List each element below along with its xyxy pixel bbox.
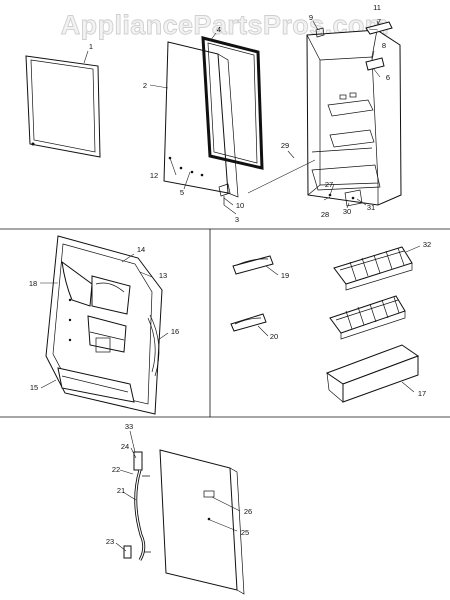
- callout-11: 11: [373, 3, 381, 12]
- door-liner-part: [45, 235, 163, 415]
- door-frame-part: [25, 55, 101, 158]
- callout-16: 16: [171, 327, 179, 336]
- callout-32: 32: [423, 240, 431, 249]
- callout-13: 13: [159, 271, 167, 280]
- callout-2: 2: [143, 81, 147, 90]
- callout-5: 5: [180, 188, 184, 197]
- section-dividers: [0, 228, 450, 418]
- callout-12: 12: [150, 171, 158, 180]
- callout-3: 3: [235, 215, 239, 224]
- callout-9: 9: [309, 13, 313, 22]
- cabinet-part: [306, 21, 402, 207]
- leader-lines-top: [83, 20, 381, 215]
- callout-10: 10: [236, 201, 244, 210]
- callout-30: 30: [343, 207, 351, 216]
- callout-29: 29: [281, 141, 289, 150]
- callout-31: 31: [367, 203, 375, 212]
- door-gasket-part: [201, 36, 264, 170]
- leader-lines-bottom: [115, 430, 241, 552]
- callout-19: 19: [281, 271, 289, 280]
- ice-tray-top-part: [333, 246, 413, 291]
- butter-tray-part: [230, 313, 267, 332]
- freezer-door-part: [159, 449, 245, 595]
- callout-7: 7: [377, 17, 381, 26]
- leader-lines-mid-left: [40, 253, 169, 389]
- leader-lines-mid-right: [257, 245, 421, 393]
- callout-18: 18: [29, 279, 37, 288]
- callout-20: 20: [270, 332, 278, 341]
- callout-labels: 1 2 3 4 5 6 7 8 9 10 11 12 13 14 15 16 1…: [29, 3, 431, 546]
- callout-22: 22: [112, 465, 120, 474]
- ice-tray-bottom-part: [329, 295, 406, 340]
- callout-4: 4: [217, 25, 221, 34]
- callout-21: 21: [117, 486, 125, 495]
- callout-26: 26: [244, 507, 252, 516]
- ice-bin-part: [325, 344, 420, 403]
- watermark-text: AppliancePartsPros.com: [61, 10, 389, 40]
- callout-6: 6: [386, 73, 390, 82]
- callout-14: 14: [137, 245, 145, 254]
- callout-33: 33: [125, 422, 133, 431]
- callout-1: 1: [89, 42, 93, 51]
- egg-tray-part: [232, 255, 274, 275]
- callout-17: 17: [418, 389, 426, 398]
- callout-25: 25: [241, 528, 249, 537]
- callout-24: 24: [121, 442, 129, 451]
- assembly-line: [247, 159, 316, 194]
- door-handle-part: [123, 451, 151, 561]
- callout-23: 23: [106, 537, 114, 546]
- callout-8: 8: [382, 41, 386, 50]
- bottom-hinge-part: [218, 183, 231, 205]
- door-panel-part: [163, 41, 239, 198]
- callout-15: 15: [30, 383, 38, 392]
- callout-28: 28: [321, 210, 329, 219]
- callout-27: 27: [325, 180, 333, 189]
